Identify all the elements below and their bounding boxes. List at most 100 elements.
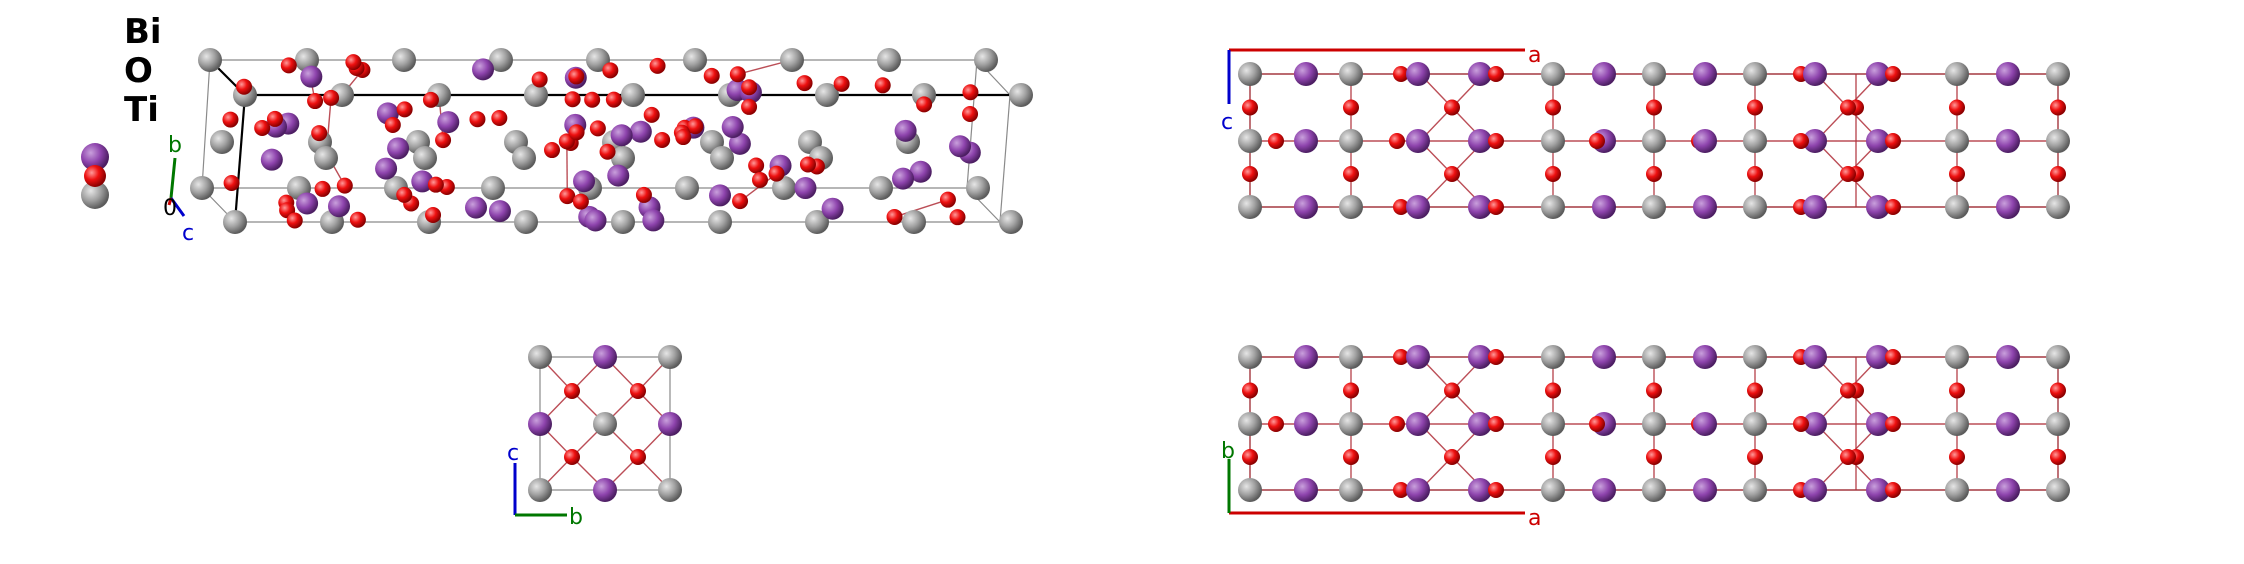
ti-atom [1743, 478, 1767, 502]
element-legend: Bi O Ti [81, 12, 162, 209]
axis-c-line [169, 197, 186, 217]
bi-atom [593, 478, 617, 502]
ti-atom [611, 146, 635, 170]
o-atom [874, 77, 891, 94]
legend-swatch-ti [81, 181, 109, 209]
bi-atom [794, 177, 817, 200]
bi-atom [1693, 62, 1717, 86]
o-atom [1389, 416, 1405, 432]
ti-atom [1541, 412, 1565, 436]
ti-atom [1642, 62, 1666, 86]
ti-atom [1945, 195, 1969, 219]
ti-atom [1238, 195, 1262, 219]
o-atom [1646, 382, 1662, 399]
ti-atom [999, 210, 1023, 234]
ti-atom [1642, 478, 1666, 502]
o-atom [1589, 133, 1605, 149]
o-atom [323, 89, 340, 106]
o-atom [1840, 449, 1856, 465]
o-atom [796, 75, 813, 92]
ti-atom [877, 48, 901, 72]
ti-atom [658, 478, 682, 502]
bi-atom [629, 120, 652, 143]
o-atom [1545, 382, 1561, 399]
bi-atom [1592, 195, 1616, 219]
bi-atom [584, 209, 607, 232]
ti-atom [966, 176, 990, 200]
o-atom [435, 132, 452, 149]
ti-atom [190, 176, 214, 200]
cell-edge [233, 94, 247, 223]
o-atom [1545, 99, 1561, 116]
ti-atom [780, 48, 804, 72]
ti-atom [1743, 412, 1767, 436]
bi-atom [909, 160, 932, 183]
o-atom [254, 119, 271, 136]
axis-b-label: b [1221, 439, 1235, 464]
axis-triad-along-a: c b [507, 441, 583, 530]
ti-atom [524, 83, 548, 107]
o-atom [687, 118, 704, 135]
bi-atom [1803, 345, 1827, 369]
ti-atom [772, 176, 796, 200]
o-atom [703, 67, 720, 84]
bi-atom [1294, 412, 1318, 436]
o-atom [307, 93, 324, 110]
cell-edge [201, 59, 211, 189]
ti-atom [1541, 195, 1565, 219]
o-atom [1885, 66, 1901, 82]
ti-atom [1541, 478, 1565, 502]
o-atom [544, 142, 561, 159]
o-atom [572, 193, 589, 210]
bi-atom [328, 195, 351, 218]
ti-atom [869, 176, 893, 200]
ti-atom [2046, 412, 2070, 436]
bi-atom [1866, 478, 1890, 502]
axis-c-label: c [1221, 110, 1233, 135]
o-atom [1646, 99, 1662, 116]
ti-atom [1743, 62, 1767, 86]
o-atom [643, 106, 660, 123]
ti-atom [902, 210, 926, 234]
ti-atom [1743, 195, 1767, 219]
bond [894, 198, 949, 218]
ti-atom [658, 345, 682, 369]
o-atom [2050, 99, 2066, 116]
o-atom [1949, 449, 1965, 465]
ti-atom [528, 478, 552, 502]
o-atom [949, 209, 966, 226]
ti-atom [1945, 478, 1969, 502]
bi-atom [1866, 345, 1890, 369]
bi-atom [375, 157, 398, 180]
o-atom [266, 110, 283, 127]
o-atom [1444, 382, 1460, 399]
ti-atom [1238, 478, 1262, 502]
bi-atom [1406, 62, 1430, 86]
ti-atom [1945, 129, 1969, 153]
o-atom [1343, 449, 1359, 465]
o-atom [1393, 66, 1409, 82]
bi-atom [1592, 345, 1616, 369]
ti-atom [1339, 478, 1363, 502]
bi-atom [1592, 62, 1616, 86]
bi-atom [300, 65, 323, 88]
bi-atom [1996, 195, 2020, 219]
o-atom [222, 111, 239, 128]
ti-atom [481, 176, 505, 200]
bi-atom [1866, 129, 1890, 153]
ti-atom [489, 48, 513, 72]
bi-atom [1803, 62, 1827, 86]
legend-label-o: O [124, 51, 153, 91]
o-atom [729, 66, 746, 83]
o-atom [833, 75, 850, 92]
o-atom [223, 175, 240, 192]
bi-atom [1468, 345, 1492, 369]
bi-atom [1866, 62, 1890, 86]
ti-atom [528, 345, 552, 369]
legend-label-ti: Ti [124, 90, 159, 130]
cell-edge [999, 94, 1011, 223]
o-atom [741, 98, 758, 115]
o-atom [1343, 166, 1359, 182]
o-atom [336, 177, 353, 194]
ti-atom [1339, 412, 1363, 436]
